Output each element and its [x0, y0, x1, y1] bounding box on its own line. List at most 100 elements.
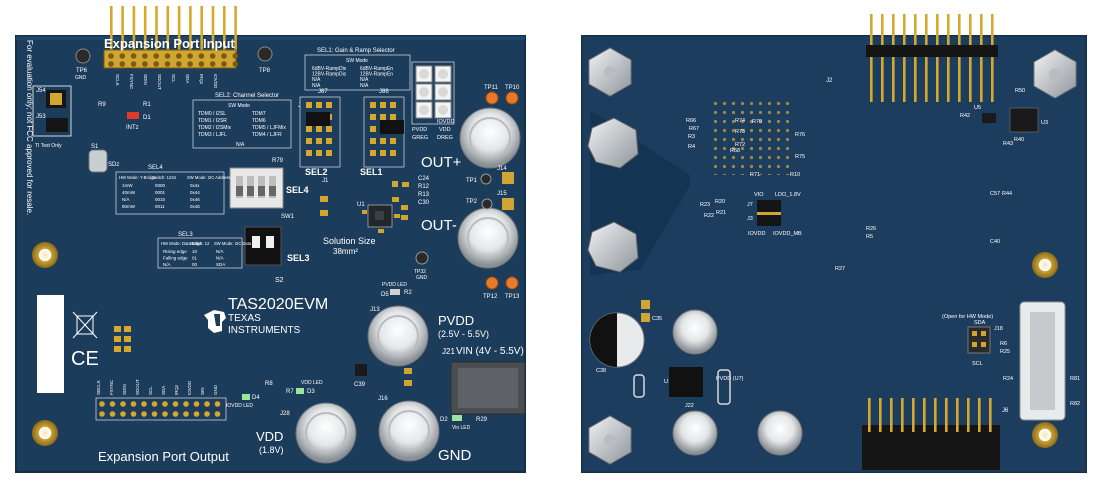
sel4-header: SW Mode: I2C Address: [187, 175, 231, 180]
header-pin: [132, 6, 136, 52]
sel1-title: SEL1: Gain & Ramp Selector: [317, 48, 395, 54]
tp11-testpoint[interactable]: [485, 91, 499, 105]
silkscreen-c40: C40: [990, 239, 1000, 245]
silkscreen-r25: R25: [1000, 349, 1010, 355]
gnd-binding-post[interactable]: [378, 400, 440, 462]
header-pin: [934, 398, 937, 432]
sel4-dip-switch[interactable]: [229, 167, 284, 209]
output-pin-label: SDOUT: [135, 379, 140, 395]
dip-toggle[interactable]: [247, 186, 254, 196]
out-plus-binding-post[interactable]: [459, 107, 521, 169]
pin-hole: [214, 401, 221, 407]
pin-hole: [172, 411, 179, 417]
tp6-testpoint[interactable]: [75, 48, 91, 64]
sel3-cell: 10: [192, 249, 198, 254]
tp8-testpoint[interactable]: [257, 46, 273, 62]
pvdd-post-back: [672, 309, 718, 355]
u5-chip: [982, 113, 996, 123]
supply-jumper-dot: [438, 87, 448, 97]
tp1-testpoint[interactable]: [480, 173, 492, 185]
int-label: INTz: [126, 125, 139, 131]
dip-toggle[interactable]: [258, 186, 265, 196]
input-pin-label: SCL: [171, 74, 176, 83]
j6-pin-header: [862, 398, 1000, 470]
j86-label: J86: [379, 89, 389, 95]
sel3-cell: Rising edge: [163, 249, 187, 254]
r9-label: R9: [98, 102, 106, 108]
pin-hole: [187, 61, 193, 67]
supply-jumper-dot: [438, 69, 448, 79]
header-pin: [991, 14, 994, 102]
tp12-testpoint[interactable]: [485, 276, 499, 290]
s1-pushbutton[interactable]: [88, 149, 108, 173]
sel4-table-border: [115, 171, 225, 215]
header-pin: [166, 6, 170, 52]
pin-hole: [221, 61, 227, 67]
vdd-binding-post[interactable]: [295, 402, 357, 464]
sel3-dip-switch[interactable]: [244, 226, 282, 266]
sel3-cell: N/A: [163, 262, 171, 267]
jumper-pin: [326, 126, 332, 132]
header-pin: [211, 6, 215, 52]
silkscreen-u1: U1: [664, 379, 671, 385]
silkscreen-r50: R50: [1015, 88, 1025, 94]
silkscreen-scl: SCL: [972, 361, 983, 367]
j18-i2c-jumper[interactable]: [967, 326, 991, 354]
supply-select-jumpers[interactable]: [411, 61, 455, 125]
silkscreen-vio: VIO: [754, 192, 764, 198]
iovdd-led-label: IOVDD LED: [226, 403, 253, 409]
tp2-testpoint[interactable]: [481, 198, 493, 210]
pin-hole: [99, 401, 105, 407]
j14-pad: [502, 172, 514, 184]
jumper-pin: [390, 138, 396, 144]
sel3-label: SEL3: [287, 253, 310, 263]
j1-label: J1: [322, 178, 329, 184]
header-pin: [200, 6, 203, 52]
silkscreen-c38: C38: [596, 368, 606, 374]
sel1-label: SEL1: [360, 167, 383, 177]
sel1-jumper-block[interactable]: [363, 96, 405, 168]
output-pin-label: IOVDD: [187, 380, 192, 395]
vdd-sw-label: VDD: [439, 127, 451, 133]
silkscreen-r23: R23: [700, 202, 710, 208]
d3-label: D3: [307, 389, 315, 395]
pin-hole: [232, 53, 239, 59]
mount-hole-right-bottom: [1032, 422, 1058, 448]
dip-toggle[interactable]: [236, 186, 243, 196]
pin-hole: [198, 53, 205, 59]
tp32-label: TP32: [414, 269, 426, 275]
output-pin-label: SCL: [148, 386, 153, 395]
tp13-testpoint[interactable]: [505, 276, 519, 290]
vdd-led-label: VDD LED: [301, 380, 323, 386]
pin-hole: [172, 401, 179, 407]
sel3-cell: SDA: [216, 262, 225, 267]
pin-hole: [193, 401, 200, 407]
header-pin: [879, 398, 882, 432]
output-pin-label: SDIN: [122, 384, 127, 395]
silkscreen-r76: R76: [795, 132, 805, 138]
header-pin: [969, 14, 972, 102]
header-pin: [912, 398, 915, 432]
pvdd-binding-post[interactable]: [367, 305, 429, 367]
output-pin-label: IRQz: [174, 384, 179, 395]
tp1-label: TP1: [466, 178, 478, 184]
d5-label: D5: [381, 292, 389, 298]
sel1-rows: 6dBV-RampDis12BV-RampDisN/AN/A6dBV-RampE…: [312, 66, 393, 89]
sel1-row: 6dBV-RampEn: [360, 66, 393, 72]
weee-bin-icon: [72, 311, 98, 339]
solution-size-line1: Solution Size: [323, 236, 376, 246]
input-pin-label: SCLK: [115, 74, 120, 86]
header-pin: [903, 14, 906, 102]
sel2-row: TDM7: [252, 111, 266, 117]
sel2-jumper-block[interactable]: [299, 96, 341, 168]
ce-mark: CE: [71, 348, 99, 370]
dip-toggle[interactable]: [269, 186, 276, 196]
j53-jumper[interactable]: [46, 118, 68, 132]
expansion-output-label: Expansion Port Output: [98, 449, 229, 464]
silkscreen-r42: R42: [960, 113, 970, 119]
tp10-testpoint[interactable]: [505, 91, 519, 105]
jumper-pin: [326, 102, 332, 108]
header-pin: [881, 14, 884, 102]
tp32-testpoint[interactable]: [415, 251, 429, 265]
vdd-post-back: [672, 410, 718, 456]
